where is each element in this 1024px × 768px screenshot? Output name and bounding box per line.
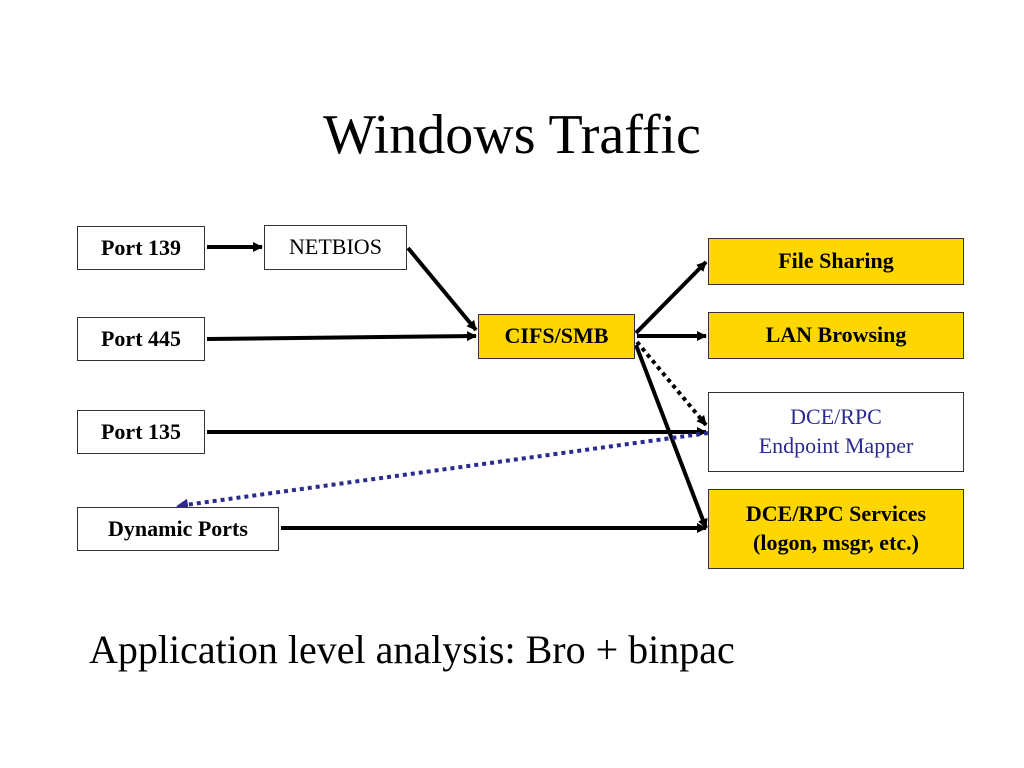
node-port-445: Port 445 bbox=[77, 317, 205, 361]
node-dce-rpc-endpoint-mapper: DCE/RPC Endpoint Mapper bbox=[708, 392, 964, 472]
node-dce-rpc-services-line-1: DCE/RPC Services bbox=[745, 501, 927, 527]
node-dynamic-ports: Dynamic Ports bbox=[77, 507, 279, 551]
edge-netbios-cifs bbox=[406, 246, 478, 332]
edge-cifs-filesharing bbox=[634, 260, 708, 335]
node-cifs-smb: CIFS/SMB bbox=[478, 314, 635, 359]
edge-cifs-mapper-dotted bbox=[635, 340, 708, 427]
node-file-sharing: File Sharing bbox=[708, 238, 964, 285]
node-port-139: Port 139 bbox=[77, 226, 205, 270]
node-lan-browsing: LAN Browsing bbox=[708, 312, 964, 359]
node-dce-rpc-services: DCE/RPC Services (logon, msgr, etc.) bbox=[708, 489, 964, 569]
node-dce-rpc-services-line-2: (logon, msgr, etc.) bbox=[753, 530, 919, 555]
edge-mapper-dynamicports-dotted bbox=[176, 431, 709, 511]
node-netbios: NETBIOS bbox=[264, 225, 407, 270]
edge-port445-cifs bbox=[206, 331, 477, 342]
node-dce-rpc-mapper-line-2: Endpoint Mapper bbox=[758, 433, 914, 458]
node-port-135: Port 135 bbox=[77, 410, 205, 454]
node-dce-rpc-mapper-line-1: DCE/RPC bbox=[790, 404, 882, 430]
footer-text: Application level analysis: Bro + binpac bbox=[89, 627, 735, 672]
edge-cifs-services bbox=[634, 344, 708, 529]
slide-title: Windows Traffic bbox=[323, 104, 701, 166]
